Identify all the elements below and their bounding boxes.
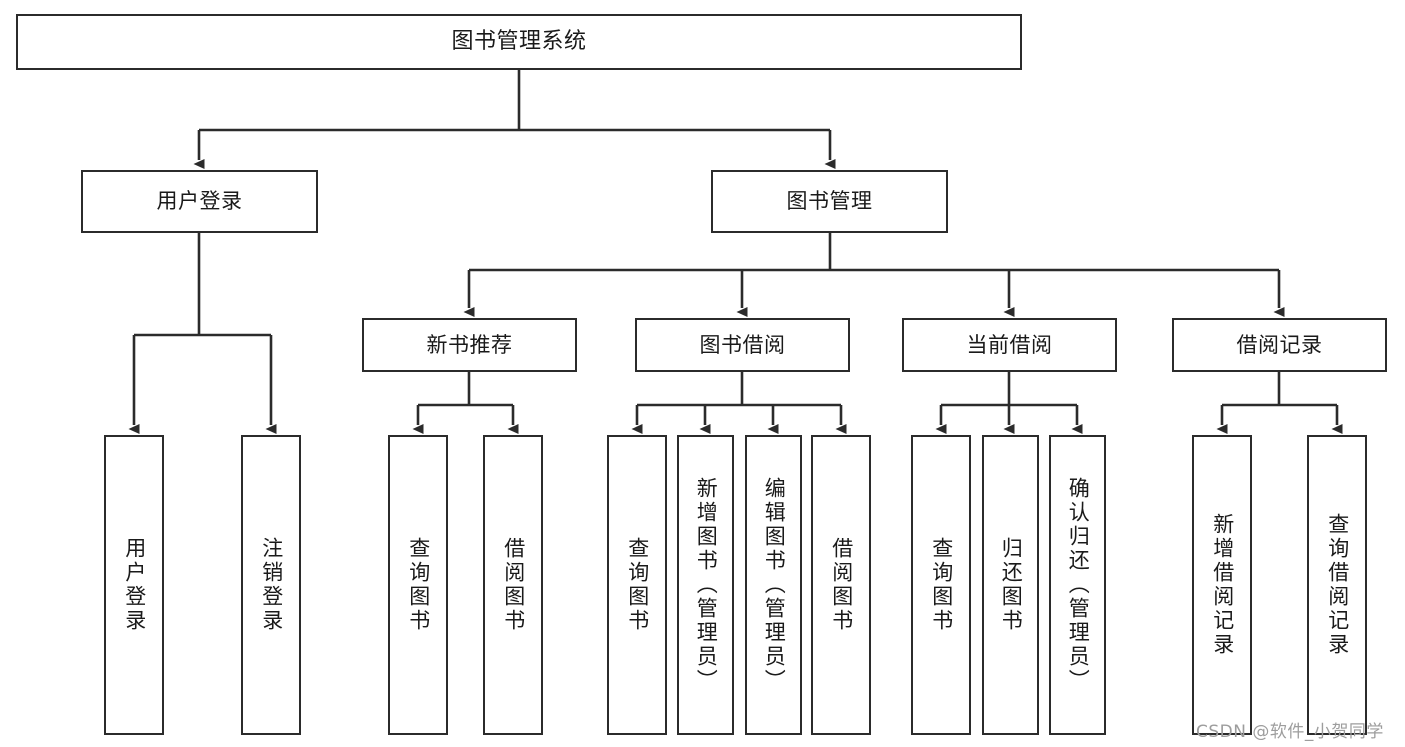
node-label: 归还图书 [999,537,1024,633]
leaf-edit-book-admin[interactable]: 编辑图书（管理员） [745,435,802,735]
leaf-query-book-recommendation[interactable]: 查询图书 [388,435,448,735]
node-label: 借阅图书 [501,537,526,633]
node-label: 新增图书（管理员） [694,477,719,693]
node-current-borrowing[interactable]: 当前借阅 [902,318,1117,372]
leaf-confirm-return-admin[interactable]: 确认归还（管理员） [1049,435,1106,735]
leaf-borrow-book-recommendation[interactable]: 借阅图书 [483,435,543,735]
node-label: 新书推荐 [426,332,513,357]
leaf-user-login[interactable]: 用户登录 [104,435,164,735]
csdn-watermark: CSDN @软件_小贺同学 [1196,722,1384,742]
leaf-add-borrowing-record[interactable]: 新增借阅记录 [1192,435,1252,735]
node-book-borrowing[interactable]: 图书借阅 [635,318,850,372]
leaf-add-book-admin[interactable]: 新增图书（管理员） [677,435,734,735]
node-root-book-management-system[interactable]: 图书管理系统 [16,14,1022,70]
node-label: 查询图书 [406,537,431,633]
node-label: 查询图书 [625,537,650,633]
node-label: 用户登录 [122,537,147,633]
leaf-query-book-borrowing[interactable]: 查询图书 [607,435,667,735]
node-label: 用户登录 [156,189,243,214]
node-book-management[interactable]: 图书管理 [711,170,948,233]
leaf-query-book-current[interactable]: 查询图书 [911,435,971,735]
leaf-query-borrowing-record[interactable]: 查询借阅记录 [1307,435,1367,735]
node-label: 图书借阅 [699,332,786,357]
node-label: 图书管理系统 [451,29,587,55]
leaf-logout[interactable]: 注销登录 [241,435,301,735]
node-label: 确认归还（管理员） [1066,477,1091,693]
node-label: 当前借阅 [966,332,1053,357]
node-new-book-recommendation[interactable]: 新书推荐 [362,318,577,372]
node-user-login[interactable]: 用户登录 [81,170,318,233]
node-label: 注销登录 [259,537,284,633]
node-label: 借阅图书 [829,537,854,633]
node-label: 编辑图书（管理员） [762,477,787,693]
node-label: 查询借阅记录 [1325,513,1350,657]
node-label: 借阅记录 [1236,332,1323,357]
node-label: 查询图书 [929,537,954,633]
leaf-borrow-book[interactable]: 借阅图书 [811,435,871,735]
node-label: 新增借阅记录 [1210,513,1235,657]
node-label: 图书管理 [786,189,873,214]
node-borrowing-record[interactable]: 借阅记录 [1172,318,1387,372]
leaf-return-book[interactable]: 归还图书 [982,435,1039,735]
